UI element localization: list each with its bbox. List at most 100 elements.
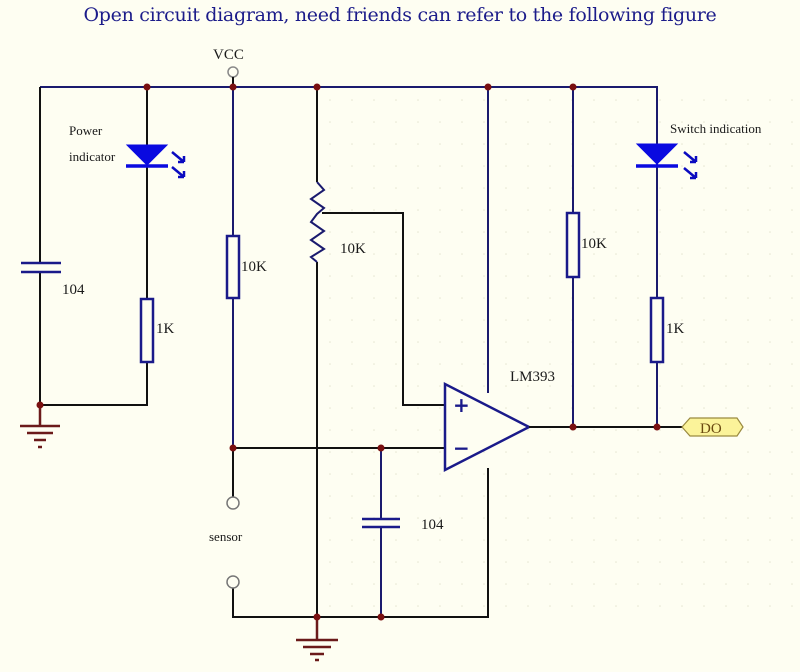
grid-dot — [549, 561, 551, 563]
grid-dot — [637, 99, 639, 101]
grid-dot — [395, 319, 397, 321]
grid-dot — [439, 407, 441, 409]
grid-dot — [505, 451, 507, 453]
grid-dot — [703, 187, 705, 189]
grid-dot — [593, 517, 595, 519]
grid-dot — [417, 605, 419, 607]
grid-dot — [681, 275, 683, 277]
grid-dot — [329, 143, 331, 145]
grid-dot — [725, 561, 727, 563]
grid-dot — [791, 473, 793, 475]
grid-dot — [681, 539, 683, 541]
switch-led-icon — [635, 143, 698, 180]
sensor-terminal-top[interactable] — [226, 496, 240, 510]
grid-dot — [505, 407, 507, 409]
grid-dot — [659, 385, 661, 387]
grid-dot — [527, 275, 529, 277]
opamp-plus: + — [453, 393, 470, 417]
grid-dot — [681, 517, 683, 519]
grid-dot — [615, 451, 617, 453]
grid-dot — [549, 187, 551, 189]
grid-dot — [505, 605, 507, 607]
grid-dot — [505, 473, 507, 475]
grid-dot — [791, 99, 793, 101]
grid-dot — [527, 583, 529, 585]
grid-dot — [725, 187, 727, 189]
grid-dot — [571, 561, 573, 563]
grid-dot — [395, 209, 397, 211]
grid-dot — [769, 341, 771, 343]
grid-dot — [461, 187, 463, 189]
grid-dot — [373, 253, 375, 255]
grid-dot — [769, 407, 771, 409]
grid-dot — [747, 99, 749, 101]
grid-dot — [593, 363, 595, 365]
grid-dot — [395, 495, 397, 497]
grid-dot — [791, 363, 793, 365]
grid-dot — [439, 187, 441, 189]
grid-dot — [593, 275, 595, 277]
grid-dot — [417, 561, 419, 563]
grid-dot — [373, 275, 375, 277]
grid-dot — [373, 473, 375, 475]
diagram-title: Open circuit diagram, need friends can r… — [83, 4, 717, 26]
grid-dot — [329, 319, 331, 321]
grid-dot — [351, 583, 353, 585]
grid-dot — [681, 165, 683, 167]
grid-dot — [329, 495, 331, 497]
grid-dot — [527, 473, 529, 475]
grid-dot — [351, 341, 353, 343]
grid-dot — [439, 143, 441, 145]
sensor-terminal-bottom[interactable] — [226, 575, 240, 589]
grid-dot — [395, 605, 397, 607]
grid-dot — [791, 385, 793, 387]
grid-dot — [791, 275, 793, 277]
grid-dot — [769, 143, 771, 145]
grid-dot — [329, 165, 331, 167]
grid-dot — [571, 451, 573, 453]
grid-dot — [791, 341, 793, 343]
grid-dot — [681, 143, 683, 145]
grid-dot — [461, 253, 463, 255]
grid-dot — [417, 187, 419, 189]
potentiometer — [309, 181, 326, 263]
grid-dot — [615, 429, 617, 431]
grid-dot — [681, 385, 683, 387]
vcc-terminal — [227, 66, 239, 78]
grid-dot — [351, 99, 353, 101]
grid-dot — [329, 363, 331, 365]
grid-dot — [373, 583, 375, 585]
grid-dot — [395, 187, 397, 189]
grid-dot — [395, 429, 397, 431]
grid-dot — [593, 99, 595, 101]
grid-dot — [483, 517, 485, 519]
grid-dot — [615, 297, 617, 299]
grid-dot — [791, 165, 793, 167]
grid-dot — [769, 231, 771, 233]
wire-pot-wiper — [322, 212, 445, 406]
grid-dot — [791, 231, 793, 233]
grid-dot — [505, 385, 507, 387]
grid-dot — [373, 539, 375, 541]
grid-dot — [747, 143, 749, 145]
grid-dot — [659, 473, 661, 475]
grid-dot — [549, 341, 551, 343]
grid-dot — [637, 583, 639, 585]
grid-dot — [439, 385, 441, 387]
grid-dot — [725, 583, 727, 585]
grid-dot — [769, 605, 771, 607]
grid-dot — [461, 495, 463, 497]
ground-left-icon — [20, 405, 60, 449]
grid-dot — [395, 363, 397, 365]
grid-dot — [461, 341, 463, 343]
grid-dot — [395, 385, 397, 387]
ground-bottom-icon — [296, 617, 338, 662]
grid-dot — [395, 231, 397, 233]
grid-dot — [593, 407, 595, 409]
vcc-rail — [40, 86, 658, 140]
grid-dot — [439, 209, 441, 211]
grid-dot — [373, 99, 375, 101]
grid-dot — [747, 275, 749, 277]
grid-dot — [483, 385, 485, 387]
grid-dot — [747, 385, 749, 387]
